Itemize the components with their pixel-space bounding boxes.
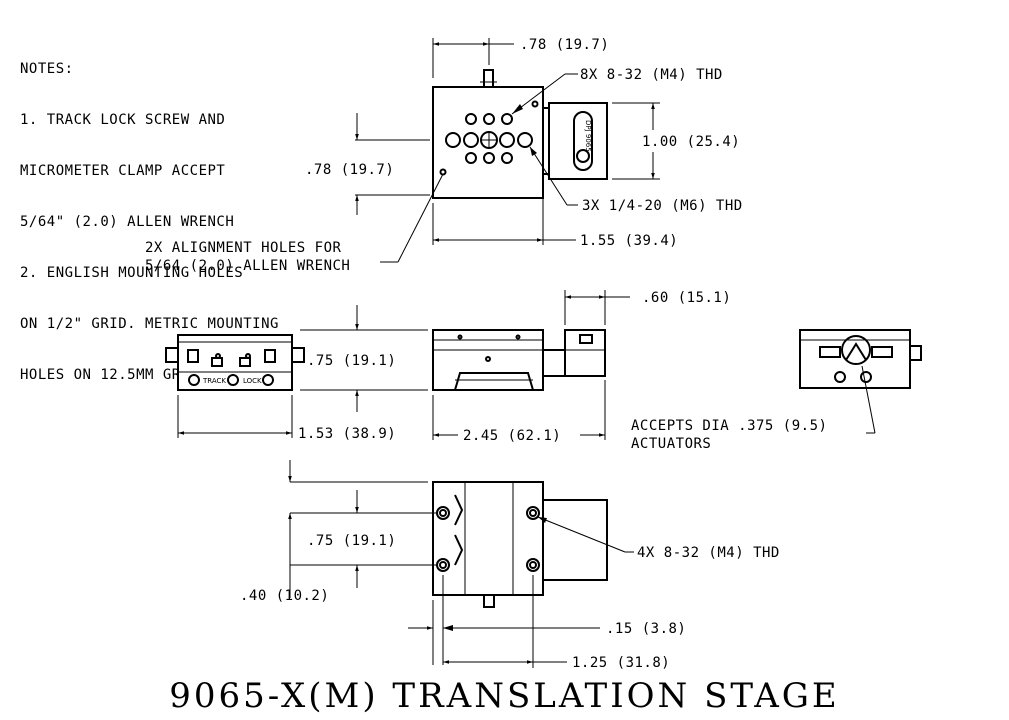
front-label-lock: LOCK — [243, 377, 262, 385]
end-view: ACCEPTS DIA .375 (9.5) ACTUATORS — [631, 329, 922, 452]
dim-bottom-edge: .15 (3.8) — [606, 621, 686, 637]
track-screw-icon — [188, 374, 200, 386]
front-view: TRACK LOCK 1.53 (38.9) — [165, 334, 396, 442]
bottom-view-body — [432, 481, 544, 596]
note-line-6: HOLES ON 12.5MM GRID — [20, 367, 199, 383]
end-view-body — [799, 329, 911, 389]
notes-header: NOTES: — [20, 61, 74, 77]
bottom-view: 4X 8-32 (M4) THD .75 (19.1) .40 (10.2) .… — [240, 460, 780, 671]
callout-actuator-line1: ACCEPTS DIA .375 (9.5) — [631, 418, 827, 434]
side-view: .60 (15.1) .75 (19.1) 2.45 (62.1) — [300, 290, 731, 444]
callout-alignment-line1: 2X ALIGNMENT HOLES FOR — [145, 240, 342, 256]
callout-3x-thread: 3X 1/4-20 (M6) THD — [582, 198, 743, 214]
track-lock-screw — [483, 69, 494, 88]
dim-bottom-hole-span: 1.25 (31.8) — [572, 655, 670, 671]
note-line-3: 5/64" (2.0) ALLEN WRENCH — [20, 214, 235, 230]
actuator-bore — [841, 335, 871, 365]
dim-top-width: .78 (19.7) — [520, 37, 609, 53]
micrometer-barrel — [573, 111, 593, 171]
end-screw — [909, 345, 922, 361]
dim-side-length: 2.45 (62.1) — [463, 428, 561, 444]
note-line-2: MICROMETER CLAMP ACCEPT — [20, 163, 226, 179]
top-view: .78 (19.7) DPJ 9065 — [145, 37, 743, 274]
callout-4x-thread: 4X 8-32 (M4) THD — [637, 545, 780, 561]
front-label-track: TRACK — [202, 377, 226, 385]
top-view-body — [432, 86, 544, 199]
bottom-mounting-holes — [436, 506, 540, 572]
front-screw-right — [291, 347, 305, 363]
dim-bottom-offset: .40 (10.2) — [240, 588, 329, 604]
notes-block: NOTES: 1. TRACK LOCK SCREW AND MICROMETE… — [20, 27, 279, 418]
front-screw-left — [165, 347, 179, 363]
callout-actuator-line2: ACTUATORS — [631, 436, 711, 452]
lock-screw-icon — [262, 374, 274, 386]
note-line-4: 2. ENGLISH MOUNTING HOLES — [20, 265, 244, 281]
note-line-5: ON 1/2" GRID. METRIC MOUNTING — [20, 316, 279, 332]
dim-top-right: .60 (15.1) — [642, 290, 731, 306]
dim-bottom-spacing: .75 (19.1) — [307, 533, 396, 549]
callout-8x-thread: 8X 8-32 (M4) THD — [580, 67, 723, 83]
mounting-holes-top — [439, 100, 539, 176]
dim-right-height: 1.00 (25.4) — [642, 134, 740, 150]
micrometer-housing — [548, 102, 608, 180]
dim-left-height: .78 (19.7) — [305, 162, 394, 178]
micrometer-label: DPJ 9065 — [584, 120, 592, 152]
bottom-micrometer — [542, 499, 608, 581]
bottom-screw — [483, 594, 495, 608]
note-line-1: 1. TRACK LOCK SCREW AND — [20, 112, 226, 128]
drawing-title: 9065-X(M) TRANSLATION STAGE — [169, 676, 840, 716]
dim-bottom-width: 1.55 (39.4) — [580, 233, 678, 249]
callout-alignment-line2: 5/64 (2.0) ALLEN WRENCH — [145, 258, 350, 274]
dim-side-height: .75 (19.1) — [307, 353, 396, 369]
side-micrometer — [564, 329, 606, 377]
dim-front-width: 1.53 (38.9) — [298, 426, 396, 442]
side-micrometer-base — [542, 349, 566, 377]
